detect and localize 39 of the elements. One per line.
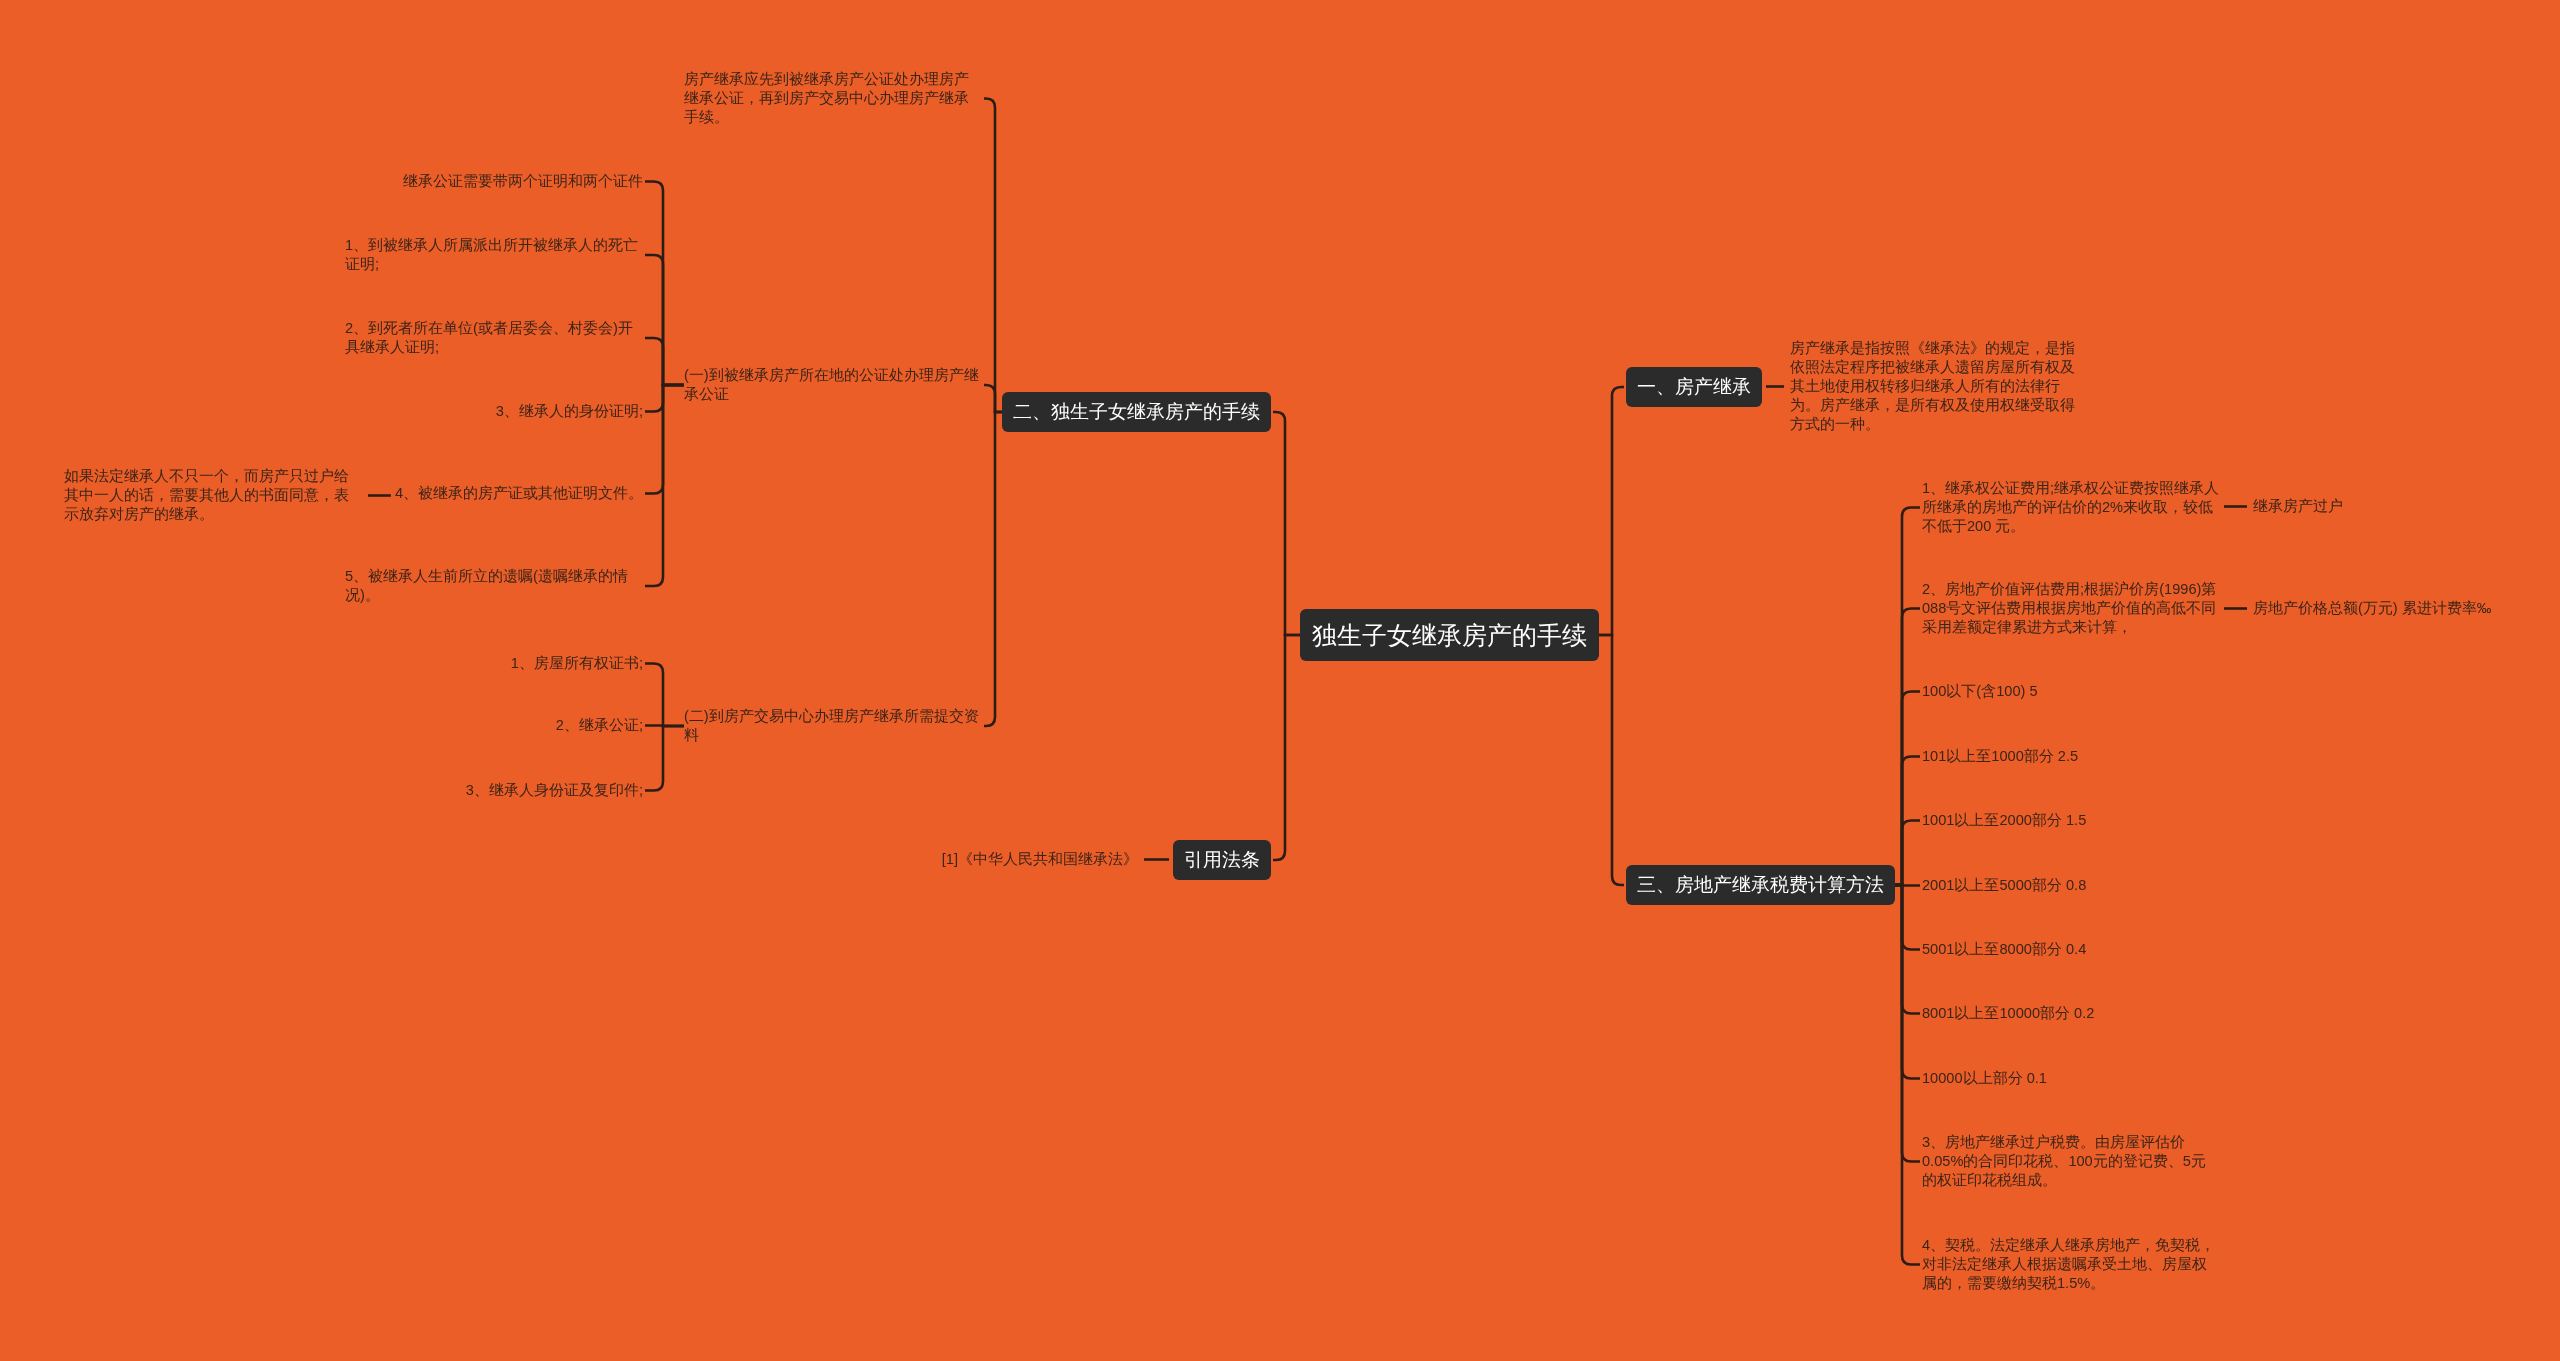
note-text: 100以下(含100) 5 xyxy=(1922,682,2038,701)
note-text: 1、到被继承人所属派出所开被继承人的死亡证明; xyxy=(345,236,643,274)
branch-line xyxy=(2224,505,2247,508)
note-text: 10000以上部分 0.1 xyxy=(1922,1069,2047,1088)
note-text: 8001以上至10000部分 0.2 xyxy=(1922,1004,2095,1023)
note-text: 房地产价格总额(万元) 累进计费率‰ xyxy=(2253,599,2492,618)
note-text: 4、契税。法定继承人继承房地产，免契税，对非法定继承人根据遗嘱承受土地、房屋权属的，需要缴纳契税1.5%。 xyxy=(1922,1236,2220,1293)
note-text: 5、被继承人生前所立的遗嘱(遗嘱继承的情况)。 xyxy=(345,567,643,605)
topic-box: 二、独生子女继承房产的手续 xyxy=(1002,392,1271,432)
central-topic-box: 独生子女继承房产的手续 xyxy=(1300,609,1599,661)
topic-box: 一、房产继承 xyxy=(1626,367,1762,407)
note-text: 1、继承权公证费用;继承权公证费按照继承人所继承的房地产的评估价的2%来收取，较低不低于200 元。 xyxy=(1922,479,2220,536)
note-text: 101以上至1000部分 2.5 xyxy=(1922,747,2079,766)
note-text: 继承公证需要带两个证明和两个证件 xyxy=(403,172,643,191)
topic-box: 引用法条 xyxy=(1173,840,1271,880)
note-text: 3、继承人的身份证明; xyxy=(495,402,643,421)
branch-line xyxy=(2224,607,2247,610)
note-text: 2、继承公证; xyxy=(555,716,643,735)
note-text: 2001以上至5000部分 0.8 xyxy=(1922,876,2087,895)
note-text: (二)到房产交易中心办理房产继承所需提交资料 xyxy=(684,707,982,745)
note-text: 2、到死者所在单位(或者居委会、村委会)开具继承人证明; xyxy=(345,319,643,357)
branch-line xyxy=(1766,385,1784,388)
note-text: 房产继承是指按照《继承法》的规定，是指依照法定程序把被继承人遗留房屋所有权及其土地使用权转移归继承人所有的法律行为。房产继承，是所有权及使用权继受取得方式的一种。 xyxy=(1790,339,2088,434)
note-text: 2、房地产价值评估费用;根据沪价房(1996)第088号文评估费用根据房地产价值的高低不同采用差额定律累进方式来计算， xyxy=(1922,580,2220,637)
branch-line xyxy=(1144,858,1169,861)
branch-line xyxy=(983,410,1002,728)
note-text: 4、被继承的房产证或其他证明文件。 xyxy=(394,484,643,503)
note-text: 房产继承应先到被继承房产公证处办理房产继承公证，再到房产交易中心办理房产继承手续。 xyxy=(684,70,982,127)
note-text: 1001以上至2000部分 1.5 xyxy=(1922,811,2087,830)
note-text: [1]《中华人民共和国继承法》 xyxy=(941,850,1138,869)
note-text: 3、继承人身份证及复印件; xyxy=(465,781,643,800)
note-text: 继承房产过户 xyxy=(2253,497,2343,516)
note-text: (一)到被继承房产所在地的公证处办理房产继承公证 xyxy=(684,366,982,404)
note-text: 5001以上至8000部分 0.4 xyxy=(1922,940,2087,959)
note-text: 3、房地产继承过户税费。由房屋评估价0.05%的合同印花税、100元的登记费、5元的权证印花税组成。 xyxy=(1922,1133,2220,1190)
topic-box: 三、房地产继承税费计算方法 xyxy=(1626,865,1895,905)
branch-line xyxy=(368,494,391,497)
note-text: 1、房屋所有权证书; xyxy=(510,654,643,673)
note-text: 如果法定继承人不只一个，而房产只过户给其中一人的话，需要其他人的书面同意，表示放弃对房产的继承。 xyxy=(64,467,362,524)
